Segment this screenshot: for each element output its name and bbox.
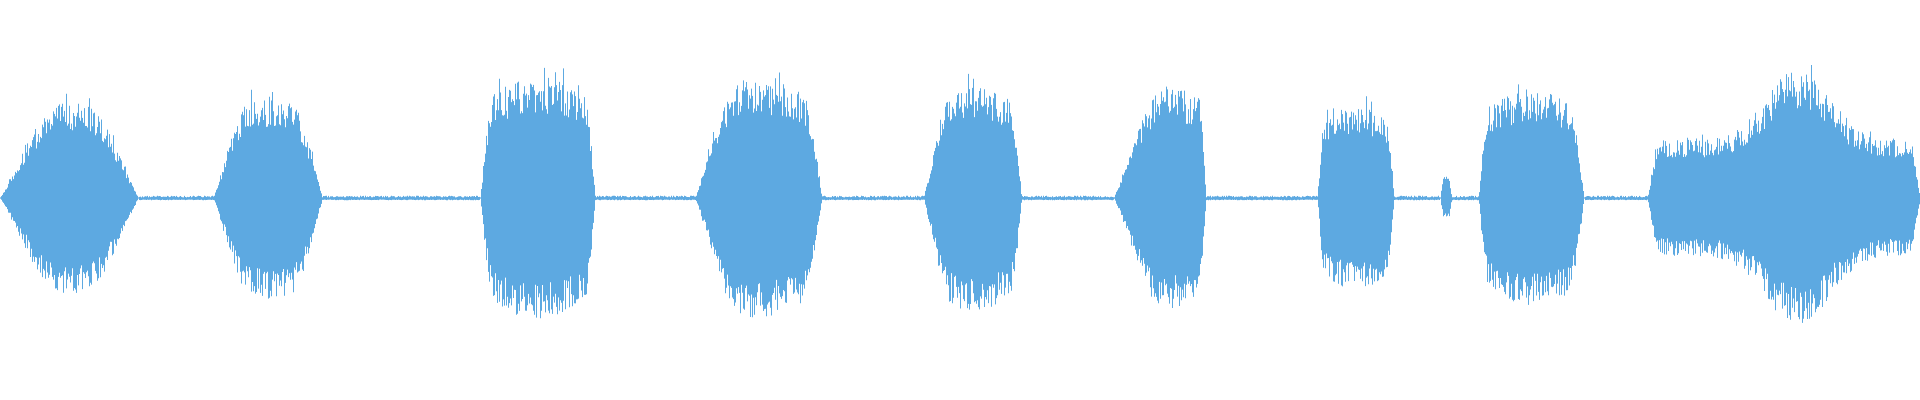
waveform-path (0, 65, 1920, 323)
waveform-bars (0, 65, 1920, 323)
